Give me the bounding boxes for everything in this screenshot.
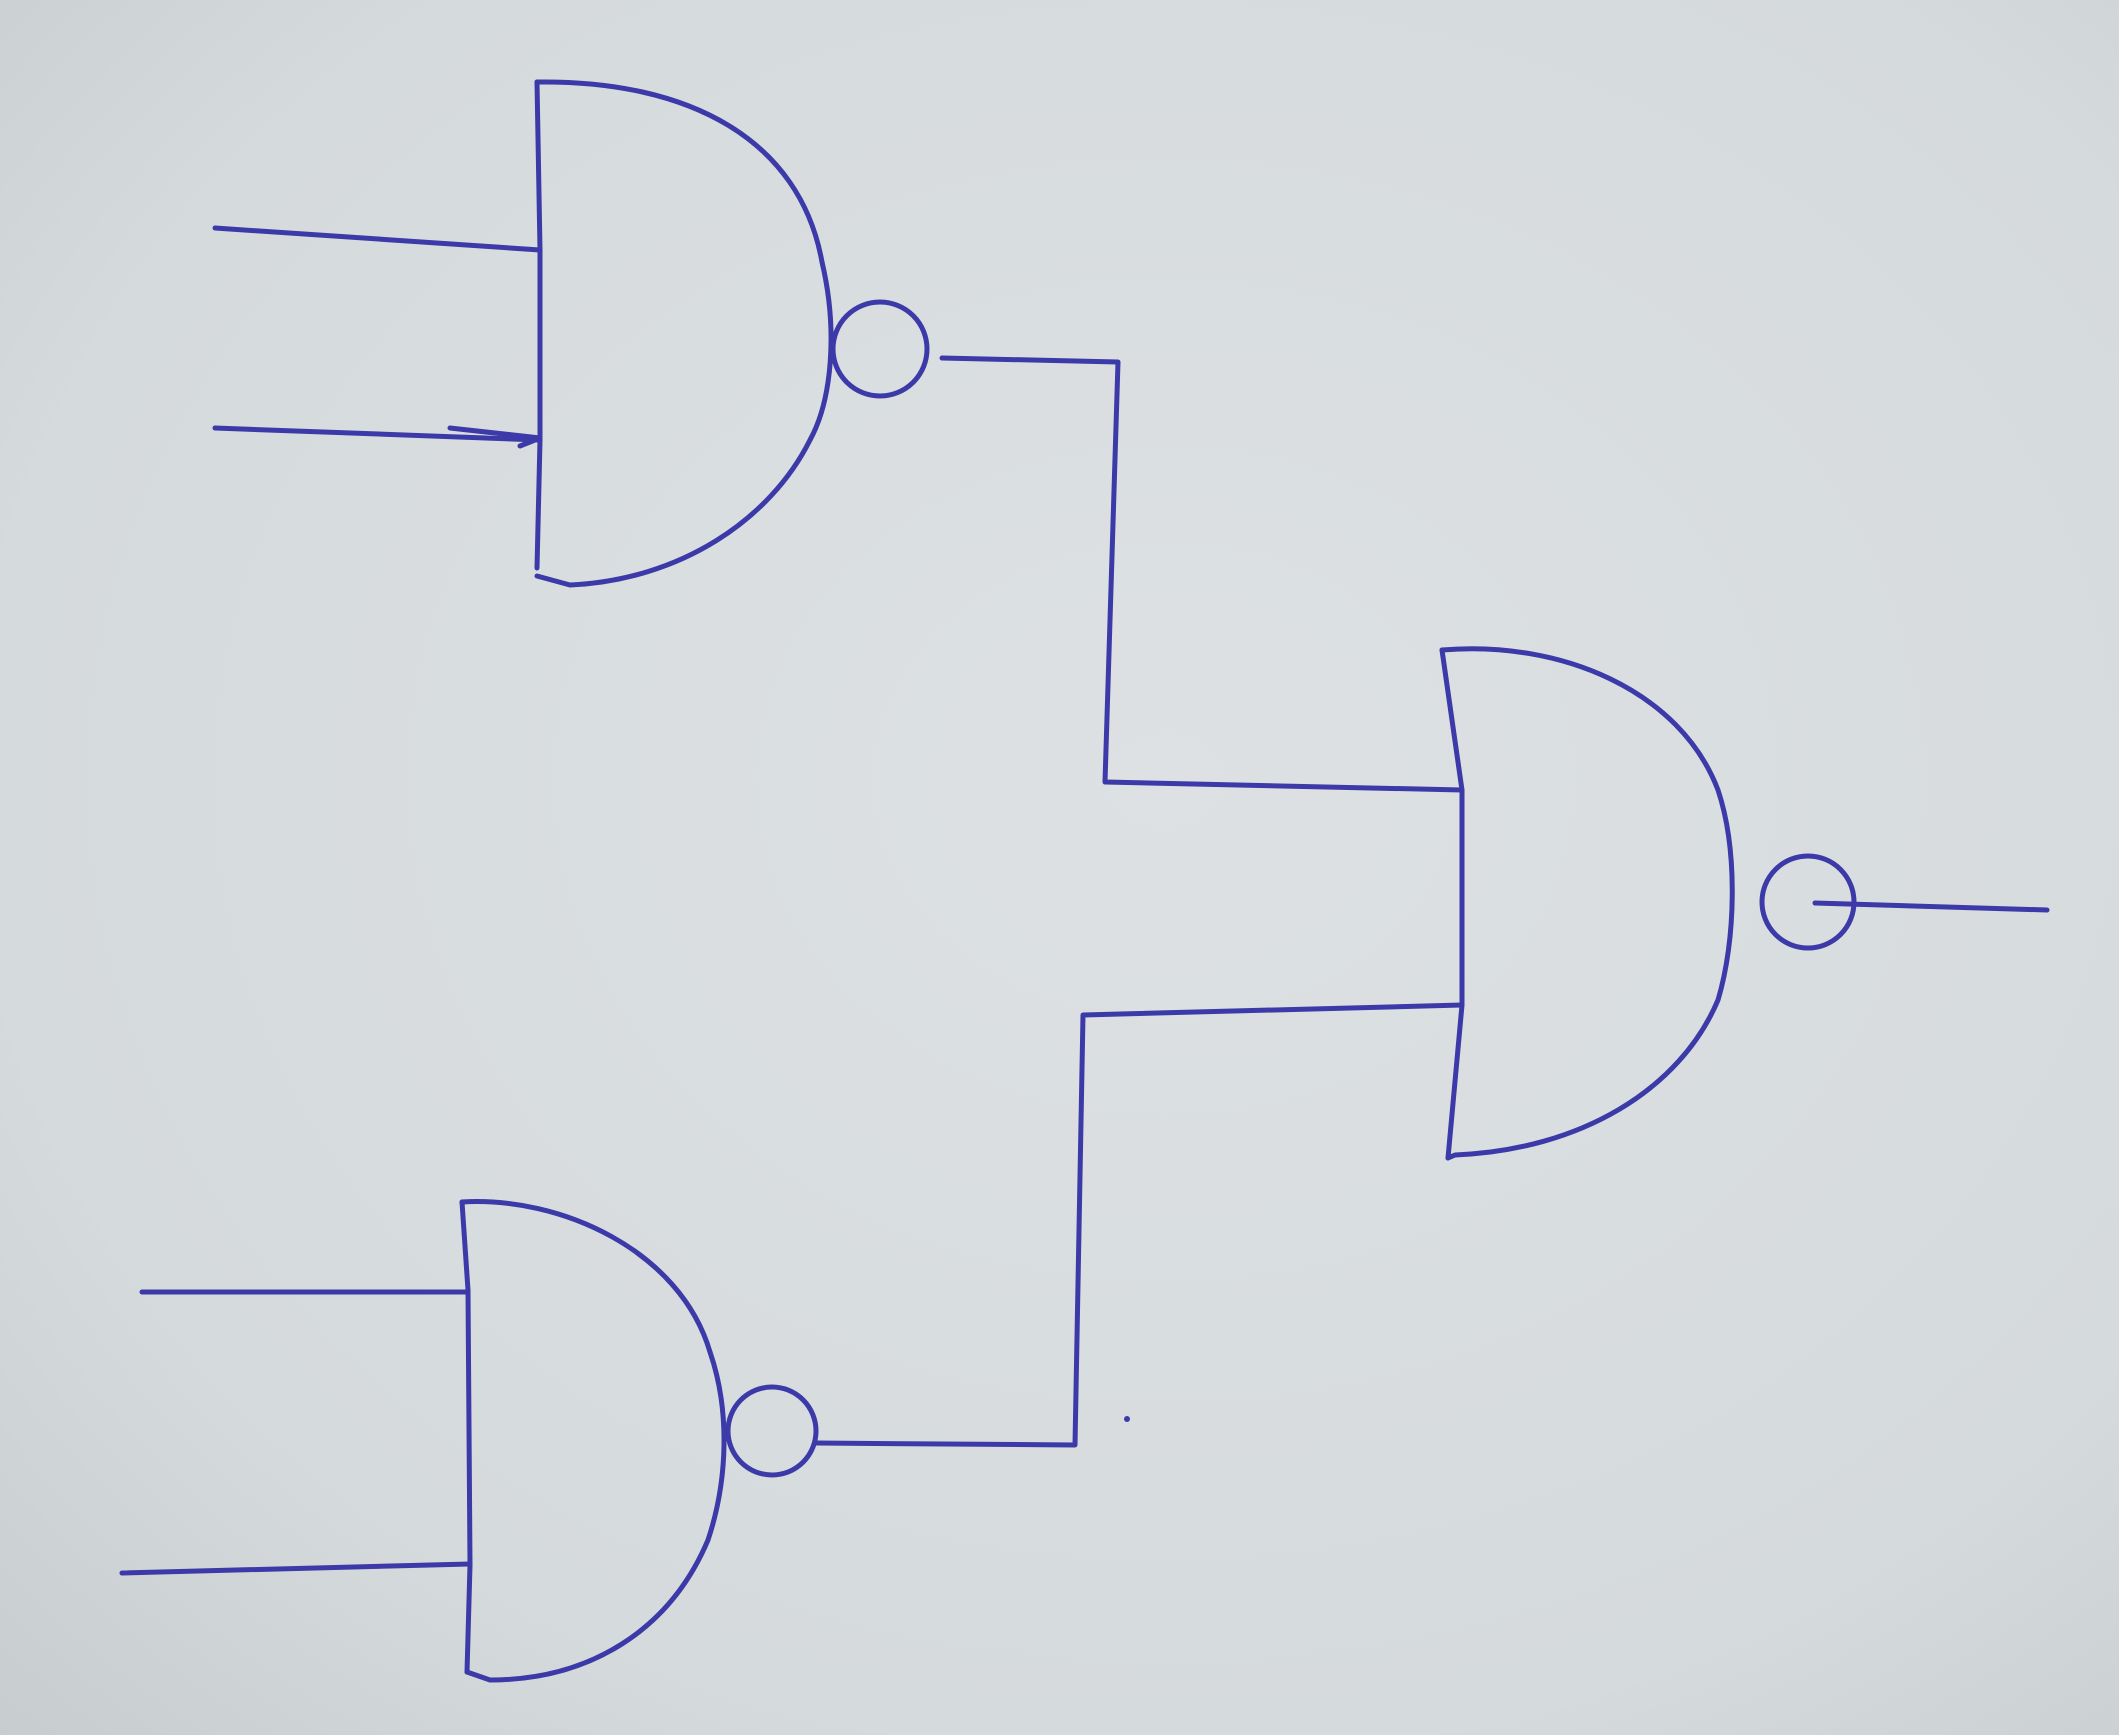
nand-gate-top-left-back [534, 79, 543, 571]
nand-gate-right-back [1439, 647, 1465, 1161]
output-y-wire [1812, 900, 2050, 913]
nand-gate-bottom-left-bubble [725, 1384, 819, 1478]
nand-gate-bottom-left [119, 1199, 819, 1683]
nand-gate-right-body [1439, 646, 1735, 1161]
nand-gate-bottom-left-body [459, 1199, 727, 1683]
input-d-wire [119, 1561, 473, 1576]
stray-ink-dot [1124, 1416, 1130, 1422]
wire-top-to-right [939, 355, 1465, 793]
input-a-wire [212, 225, 543, 253]
nand-gate-top-left-bubble [830, 299, 930, 399]
ink-blot-input-b [447, 425, 543, 449]
nand-gate-bottom-left-back [459, 1199, 473, 1675]
input-b-wire [212, 425, 543, 443]
wire-bottom-to-right [813, 1002, 1465, 1448]
ink-drawing [119, 79, 2050, 1683]
nand-gate-right [1439, 646, 2050, 1161]
nand-gate-top-left [212, 79, 930, 588]
